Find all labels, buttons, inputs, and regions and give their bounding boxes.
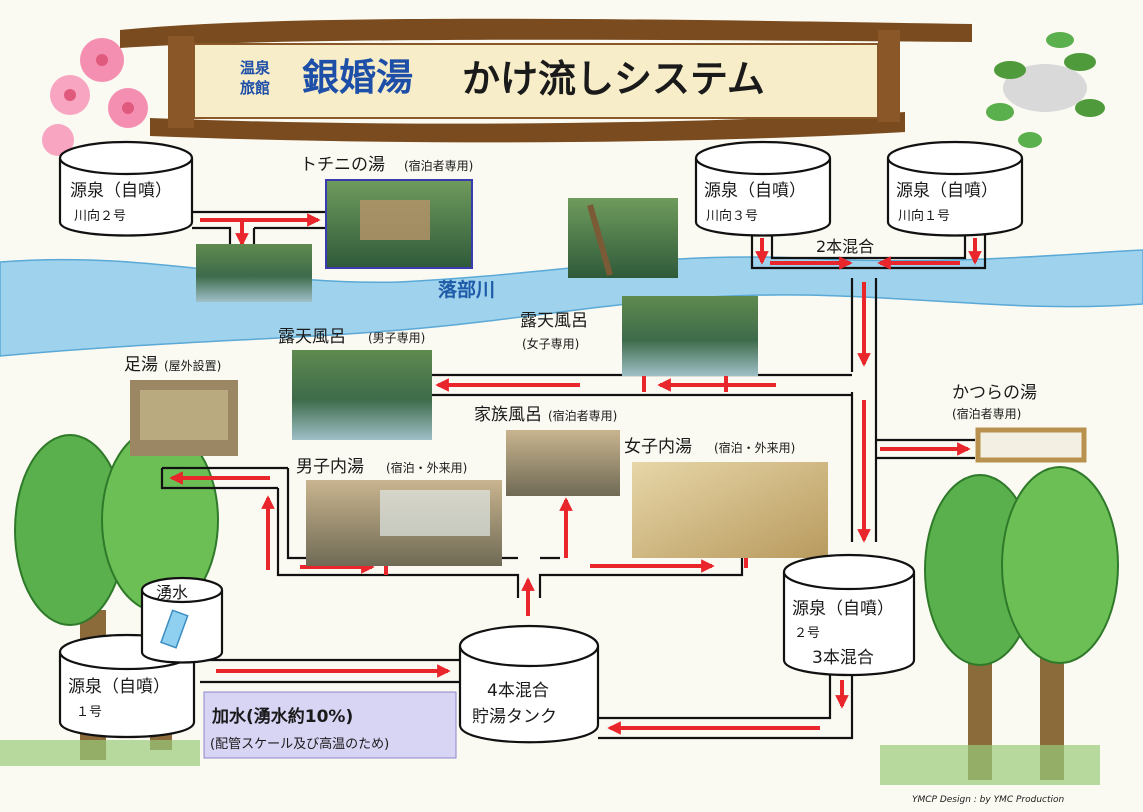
photo-tochini-outdoor — [196, 244, 312, 302]
spring-water-label: 湧水 — [156, 583, 188, 602]
credit: YMCP Design : by YMC Production — [912, 795, 1065, 805]
source-2-sub: ２号 — [794, 626, 820, 641]
flow-arrows — [169, 213, 982, 735]
source-2: 源泉（自噴） ２号 3本混合 — [782, 553, 916, 677]
source-kawamuki2: 源泉（自噴） 川向２号 — [58, 140, 194, 237]
river — [0, 249, 1143, 357]
source-kawamuki1: 源泉（自噴） 川向１号 — [886, 140, 1024, 237]
sign-post-left — [168, 36, 194, 128]
bath-joshi-name: 女子内湯 — [624, 437, 692, 457]
bath-roten-men-note: (男子専用) — [368, 331, 425, 345]
bath-tochini-note: (宿泊者専用) — [404, 158, 473, 173]
bath-kazoku-name: 家族風呂 — [474, 405, 542, 425]
sign-face — [193, 43, 879, 119]
source-kawamuki3: 源泉（自噴） 川向３号 — [694, 140, 832, 237]
photo-forest-bridge — [568, 198, 678, 278]
source-1-sub: １号 — [76, 705, 102, 720]
photo-katsura — [975, 427, 1087, 463]
title-name: 銀婚湯 — [302, 56, 413, 99]
title-sign: 温泉 旅館 銀婚湯 かけ流しシステム — [120, 18, 972, 143]
source-kawamuki2-label: 源泉（自噴） — [70, 181, 172, 201]
title-main: かけ流しシステム — [462, 57, 765, 101]
sign-log-top — [120, 18, 972, 48]
grass — [0, 740, 1100, 785]
bath-tochini-name: トチニの湯 — [300, 155, 385, 175]
tree-right — [924, 466, 1119, 780]
water-note-box — [203, 691, 457, 759]
bath-danshi-note: (宿泊・外来用) — [386, 460, 467, 475]
bath-ashiyu-note: (屋外設置) — [164, 358, 221, 373]
tank-label-1: 4本混合 — [487, 681, 549, 701]
source-kawamuki3-label: 源泉（自噴） — [704, 181, 806, 201]
water-note-line2: (配管スケール及び高温のため) — [210, 736, 389, 752]
bath-roten-men-name: 露天風呂 — [278, 327, 346, 347]
sign-post-right — [878, 30, 900, 122]
bath-katsura-note: (宿泊者専用) — [952, 406, 1021, 421]
source-kawamuki2-sub: 川向２号 — [74, 208, 126, 224]
storage-tank: 4本混合 貯湯タンク — [458, 624, 600, 744]
source-2-label: 源泉（自噴） — [792, 599, 894, 619]
bath-joshi-note: (宿泊・外来用) — [714, 440, 795, 455]
photos — [130, 179, 1087, 566]
bath-kazoku-note: (宿泊者専用) — [548, 408, 617, 423]
bath-roten-women-name: 露天風呂 — [520, 311, 588, 331]
source-kawamuki1-label: 源泉（自噴） — [896, 181, 998, 201]
bath-roten-women-note: (女子専用) — [522, 336, 579, 351]
title-prefix-bottom: 旅館 — [240, 79, 270, 97]
pipes — [160, 210, 987, 740]
title-prefix-top: 温泉 — [240, 59, 271, 77]
flower-decoration — [42, 38, 148, 156]
photo-roten-men — [292, 350, 432, 440]
tank-label-2: 貯湯タンク — [472, 707, 557, 727]
source-kawamuki1-sub: 川向１号 — [898, 208, 950, 224]
water-note-line1: 加水(湧水約10%) — [211, 706, 353, 727]
photo-joshi — [632, 462, 828, 558]
spring-water: 湧水 — [140, 576, 224, 664]
bath-katsura-name: かつらの湯 — [952, 383, 1037, 403]
river-label: 落部川 — [438, 278, 495, 301]
label-mix2: 2本混合 — [816, 237, 874, 256]
plant-decoration — [986, 32, 1105, 148]
source-1: 源泉（自噴） １号 — [58, 633, 196, 739]
source-2-mix: 3本混合 — [812, 648, 874, 668]
source-kawamuki3-sub: 川向３号 — [706, 208, 758, 224]
source-1-label: 源泉（自噴） — [68, 677, 170, 697]
bath-ashiyu-name: 足湯 — [124, 355, 158, 375]
bath-danshi-name: 男子内湯 — [296, 457, 364, 477]
sign-log-bottom — [150, 112, 905, 143]
photo-kazoku — [506, 430, 620, 496]
photo-roten-women — [622, 296, 758, 376]
